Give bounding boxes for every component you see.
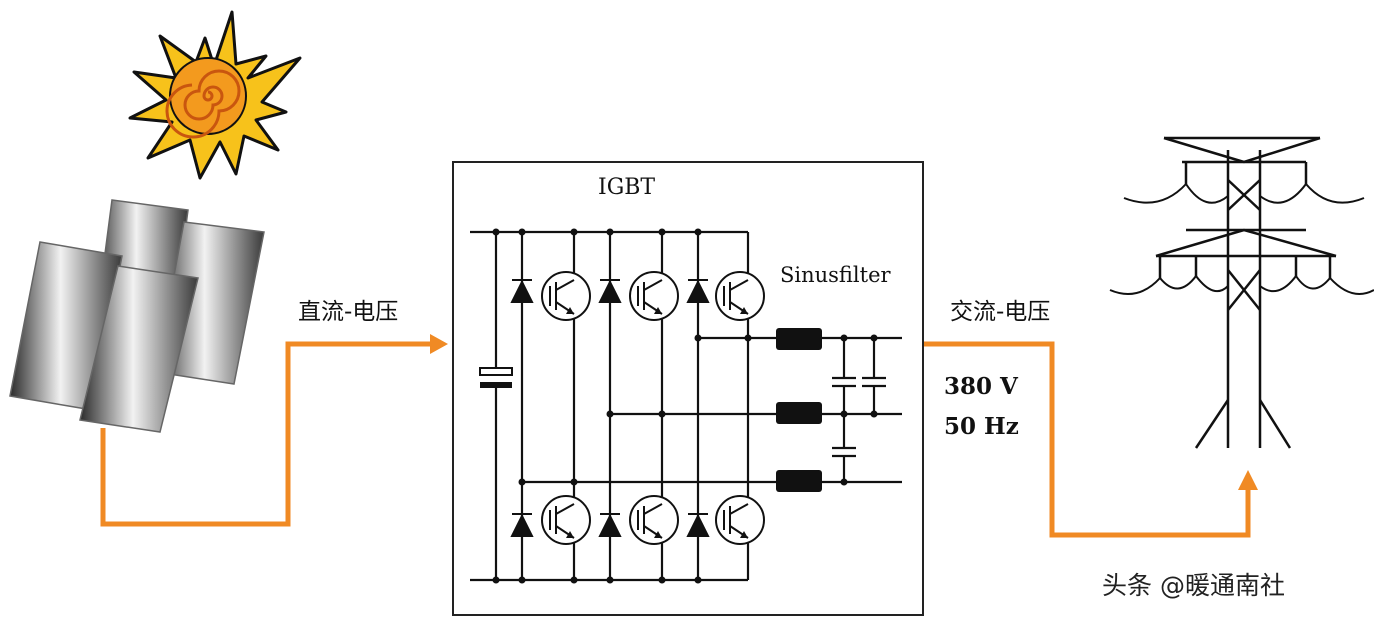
junction-dots — [492, 228, 878, 584]
filter-inductors — [776, 328, 822, 492]
igbt-transistors — [541, 271, 765, 545]
inverter-box — [452, 161, 924, 616]
ac-flow-arrow — [924, 341, 1258, 538]
ac-voltage-label: 交流-电压 — [950, 299, 1051, 325]
dc-link-capacitor — [479, 367, 513, 376]
sun-icon — [128, 10, 302, 180]
diodes — [510, 279, 710, 537]
watermark: 头条 @暖通南社 — [1102, 571, 1285, 600]
dc-voltage-label: 直流-电压 — [298, 299, 399, 325]
solar-panel-icon — [9, 199, 265, 433]
igbt-emitter-arrows — [566, 307, 748, 538]
output-voltage-label: 380 V — [944, 373, 1018, 400]
power-tower-icon — [1109, 136, 1374, 449]
dc-flow-arrow — [100, 334, 448, 527]
dc-link-capacitor-plate — [480, 382, 512, 388]
output-frequency-label: 50 Hz — [944, 413, 1019, 440]
sinusfilter-label: Sinusfilter — [780, 263, 891, 287]
igbt-label: IGBT — [598, 175, 656, 200]
